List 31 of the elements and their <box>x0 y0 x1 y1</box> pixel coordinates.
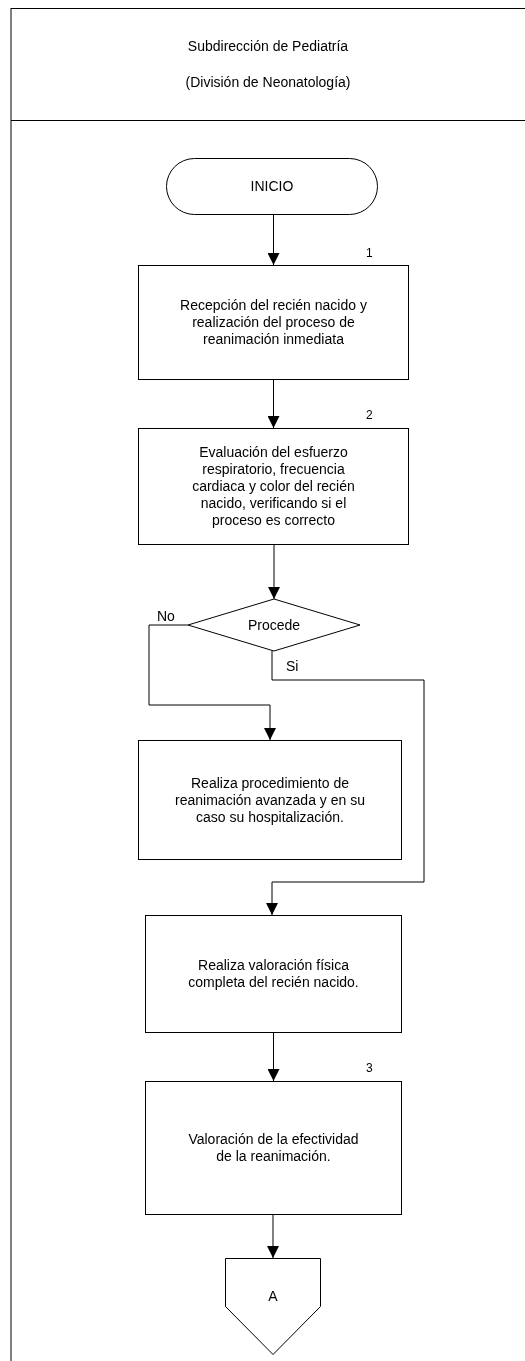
process-box <box>138 740 402 860</box>
arrow <box>267 379 280 429</box>
node-text: Realiza procedimiento de reanimación avanzada y en su caso su hospitalización. <box>174 774 366 826</box>
node-text: Evaluación del esfuerzo respiratorio, frecuencia cardiaca y color del recién nacido, verificando si el proceso es correcto <box>191 444 356 529</box>
arrow <box>267 1214 279 1259</box>
header-band <box>11 8 525 121</box>
start-terminal <box>166 158 378 215</box>
off-page-connector <box>225 1258 321 1355</box>
arrow <box>148 624 276 741</box>
node-text: Realiza valoración física completa del recién nacido. <box>188 957 359 991</box>
node-text: Procede <box>247 616 301 634</box>
process-box <box>138 265 409 380</box>
edge-label: No <box>156 608 176 624</box>
node-text: Recepción del recién nacido y realización del proceso de reanimación inmediata <box>179 297 368 348</box>
node-text: Valoración de la efectividad de la reanimación. <box>187 1131 360 1165</box>
process-box <box>145 1081 402 1215</box>
decision-diamond <box>188 599 360 651</box>
node-text: A <box>268 1288 278 1305</box>
arrow <box>267 1032 280 1082</box>
header-text: Subdirección de Pediatría <box>187 38 349 56</box>
step-number: 3 <box>366 1061 373 1075</box>
process-box <box>138 428 409 545</box>
step-number: 2 <box>366 408 373 422</box>
arrow <box>266 650 425 916</box>
header-text: (División de Neonatología) <box>185 73 351 91</box>
arrow <box>267 214 280 266</box>
node-text: INICIO <box>250 178 294 195</box>
step-number: 1 <box>366 246 373 260</box>
process-box <box>145 915 402 1033</box>
edge-label: Si <box>285 658 300 674</box>
arrow <box>268 544 280 600</box>
